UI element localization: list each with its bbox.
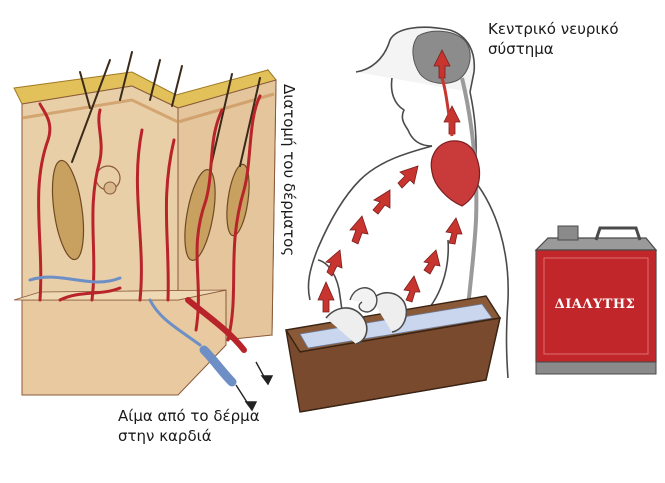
blood-flow-label: Αίμα από το δέρμα στην καρδιά <box>118 407 278 447</box>
arrow <box>373 190 390 214</box>
arrow <box>350 216 368 244</box>
skin-section-label: Διατομή του δέρματος <box>278 84 298 256</box>
heart <box>431 141 479 206</box>
skin-cross-section <box>14 52 276 410</box>
arrow <box>398 166 418 188</box>
outflow-arrows <box>236 362 272 410</box>
head-profile <box>392 78 433 146</box>
arrow <box>326 250 342 276</box>
arrow <box>424 250 440 274</box>
arrow <box>318 282 334 312</box>
cns-label: Κεντρικό νευρικό σύστημα <box>488 20 665 60</box>
solvent-can-label: ΔΙΑΛΥΤΗΣ <box>541 297 649 312</box>
solvent-tray <box>286 288 500 412</box>
rag <box>350 288 377 312</box>
can-bottom <box>536 362 656 374</box>
sweat-gland <box>104 182 116 194</box>
arrow <box>404 276 420 302</box>
can-spout <box>558 226 578 240</box>
